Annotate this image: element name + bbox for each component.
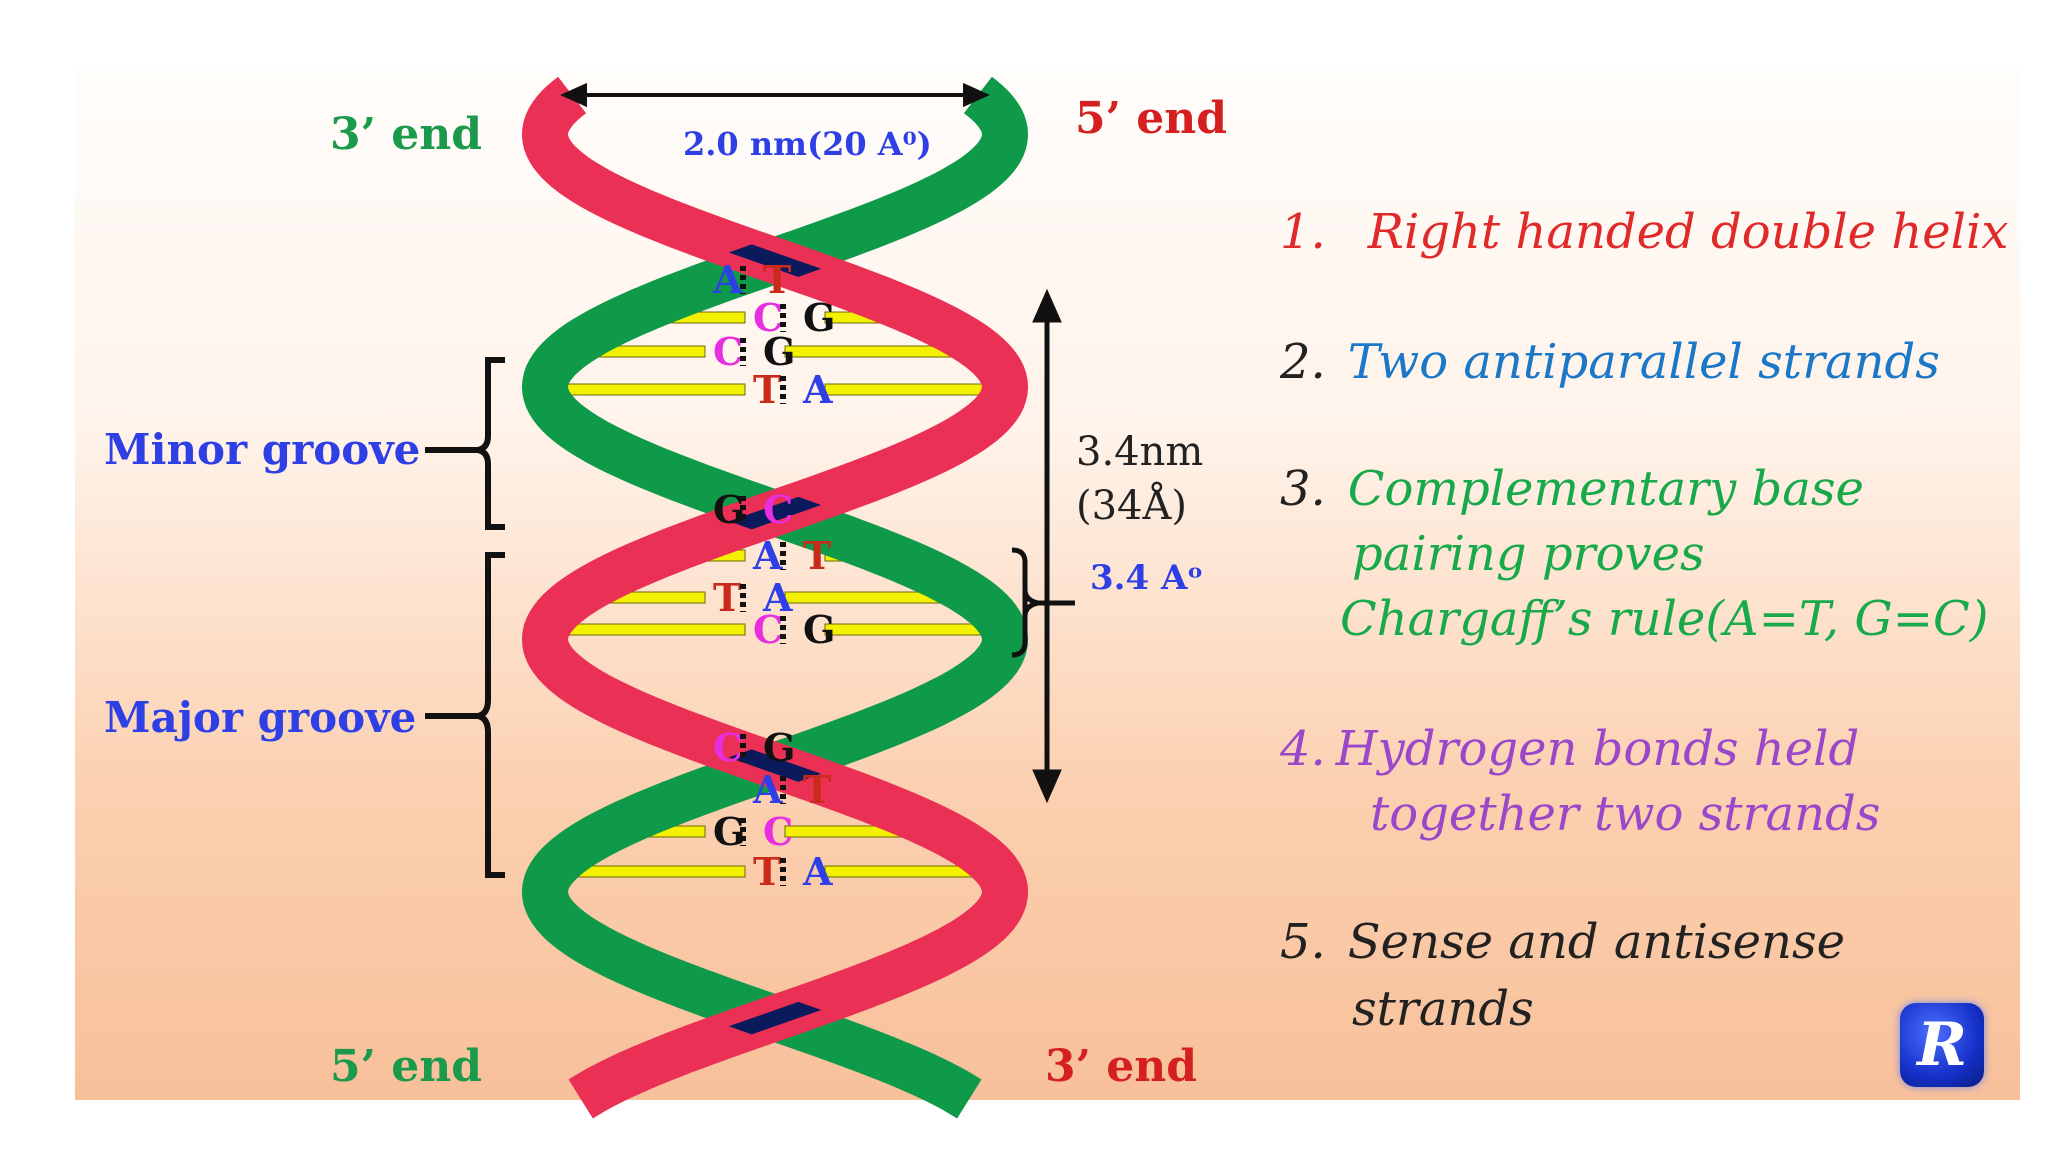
base-letter-right: A — [762, 575, 793, 620]
rung-left — [571, 865, 746, 878]
base-letter-left: C — [713, 329, 743, 374]
width-arrow — [560, 82, 990, 108]
property-1-number: 1. — [1280, 204, 1326, 260]
base-letter-right: C — [763, 487, 793, 532]
pitch-label-angstrom: (34Å) — [1076, 483, 1187, 529]
base-letter-right: A — [802, 367, 833, 412]
property-3: 3.Complementary base — [1280, 465, 1864, 513]
base-letter-right: G — [803, 607, 835, 652]
pitch-label-nm: 3.4nm — [1076, 429, 1204, 475]
bottom-right-end-label: 3’ end — [1045, 1041, 1198, 1092]
property-5-line2: strands — [1352, 981, 1534, 1037]
base-letter-left: C — [713, 725, 743, 770]
rise-bracket — [1011, 547, 1039, 658]
property-2-number: 2. — [1280, 334, 1326, 390]
rung-right — [824, 383, 986, 396]
property-4-line2: together two strands — [1370, 786, 1881, 842]
top-right-end-label: 5’ end — [1075, 93, 1228, 144]
base-letter-right: G — [803, 295, 835, 340]
property-3-line3: Chargaff’s rule(A=T, G=C) — [1340, 591, 1989, 647]
rung-right — [824, 865, 979, 878]
rung-right — [824, 623, 984, 636]
major-groove-label: Major groove — [104, 693, 417, 742]
base-letter-left: A — [752, 767, 783, 812]
property-5: 5.Sense and antisense — [1280, 918, 1845, 966]
property-2: 2.Two antiparallel strands — [1280, 338, 1940, 386]
base-letter-left: C — [753, 607, 783, 652]
major-groove-brace — [425, 552, 505, 878]
base-letter-right: G — [763, 329, 795, 374]
property-3-line1: Complementary base — [1347, 461, 1864, 517]
base-letter-left: A — [712, 257, 743, 302]
base-letter-right: C — [763, 809, 793, 854]
base-letter-right: G — [763, 725, 795, 770]
bottom-left-end-label: 5’ end — [330, 1041, 483, 1092]
base-letter-left: T — [753, 849, 781, 894]
pitch-arrow — [1032, 288, 1062, 804]
rise-label: 3.4 Aᵒ — [1090, 558, 1204, 598]
minor-groove-brace — [425, 357, 505, 530]
base-letter-left: C — [753, 295, 783, 340]
base-letter-right: T — [803, 767, 831, 812]
property-3-number: 3. — [1280, 461, 1326, 517]
rung-left — [566, 623, 746, 636]
top-left-end-label: 3’ end — [330, 109, 483, 160]
property-4-number: 4. — [1280, 721, 1326, 777]
property-5-line1: Sense and antisense — [1347, 914, 1845, 970]
width-label: 2.0 nm(20 A⁰) — [683, 125, 932, 163]
base-letter-right: T — [763, 257, 791, 302]
property-4-line1: Hydrogen bonds held — [1335, 721, 1860, 777]
property-2-text: Two antiparallel strands — [1347, 334, 1940, 390]
base-letter-left: A — [752, 533, 783, 578]
minor-groove-label: Minor groove — [104, 425, 421, 474]
base-letter-right: A — [802, 849, 833, 894]
property-1-text: Right handed double helix — [1367, 204, 2009, 260]
property-1: 1.Right handed double helix — [1280, 208, 2008, 256]
property-3-line2: pairing proves — [1352, 526, 1705, 582]
base-letter-left: T — [753, 367, 781, 412]
base-letter-right: T — [803, 533, 831, 578]
rung-left — [564, 383, 746, 396]
property-4: 4.Hydrogen bonds held — [1280, 725, 1859, 773]
base-letter-left: T — [713, 575, 741, 620]
property-5-number: 5. — [1280, 914, 1326, 970]
channel-logo-icon: R — [1900, 1003, 1984, 1087]
